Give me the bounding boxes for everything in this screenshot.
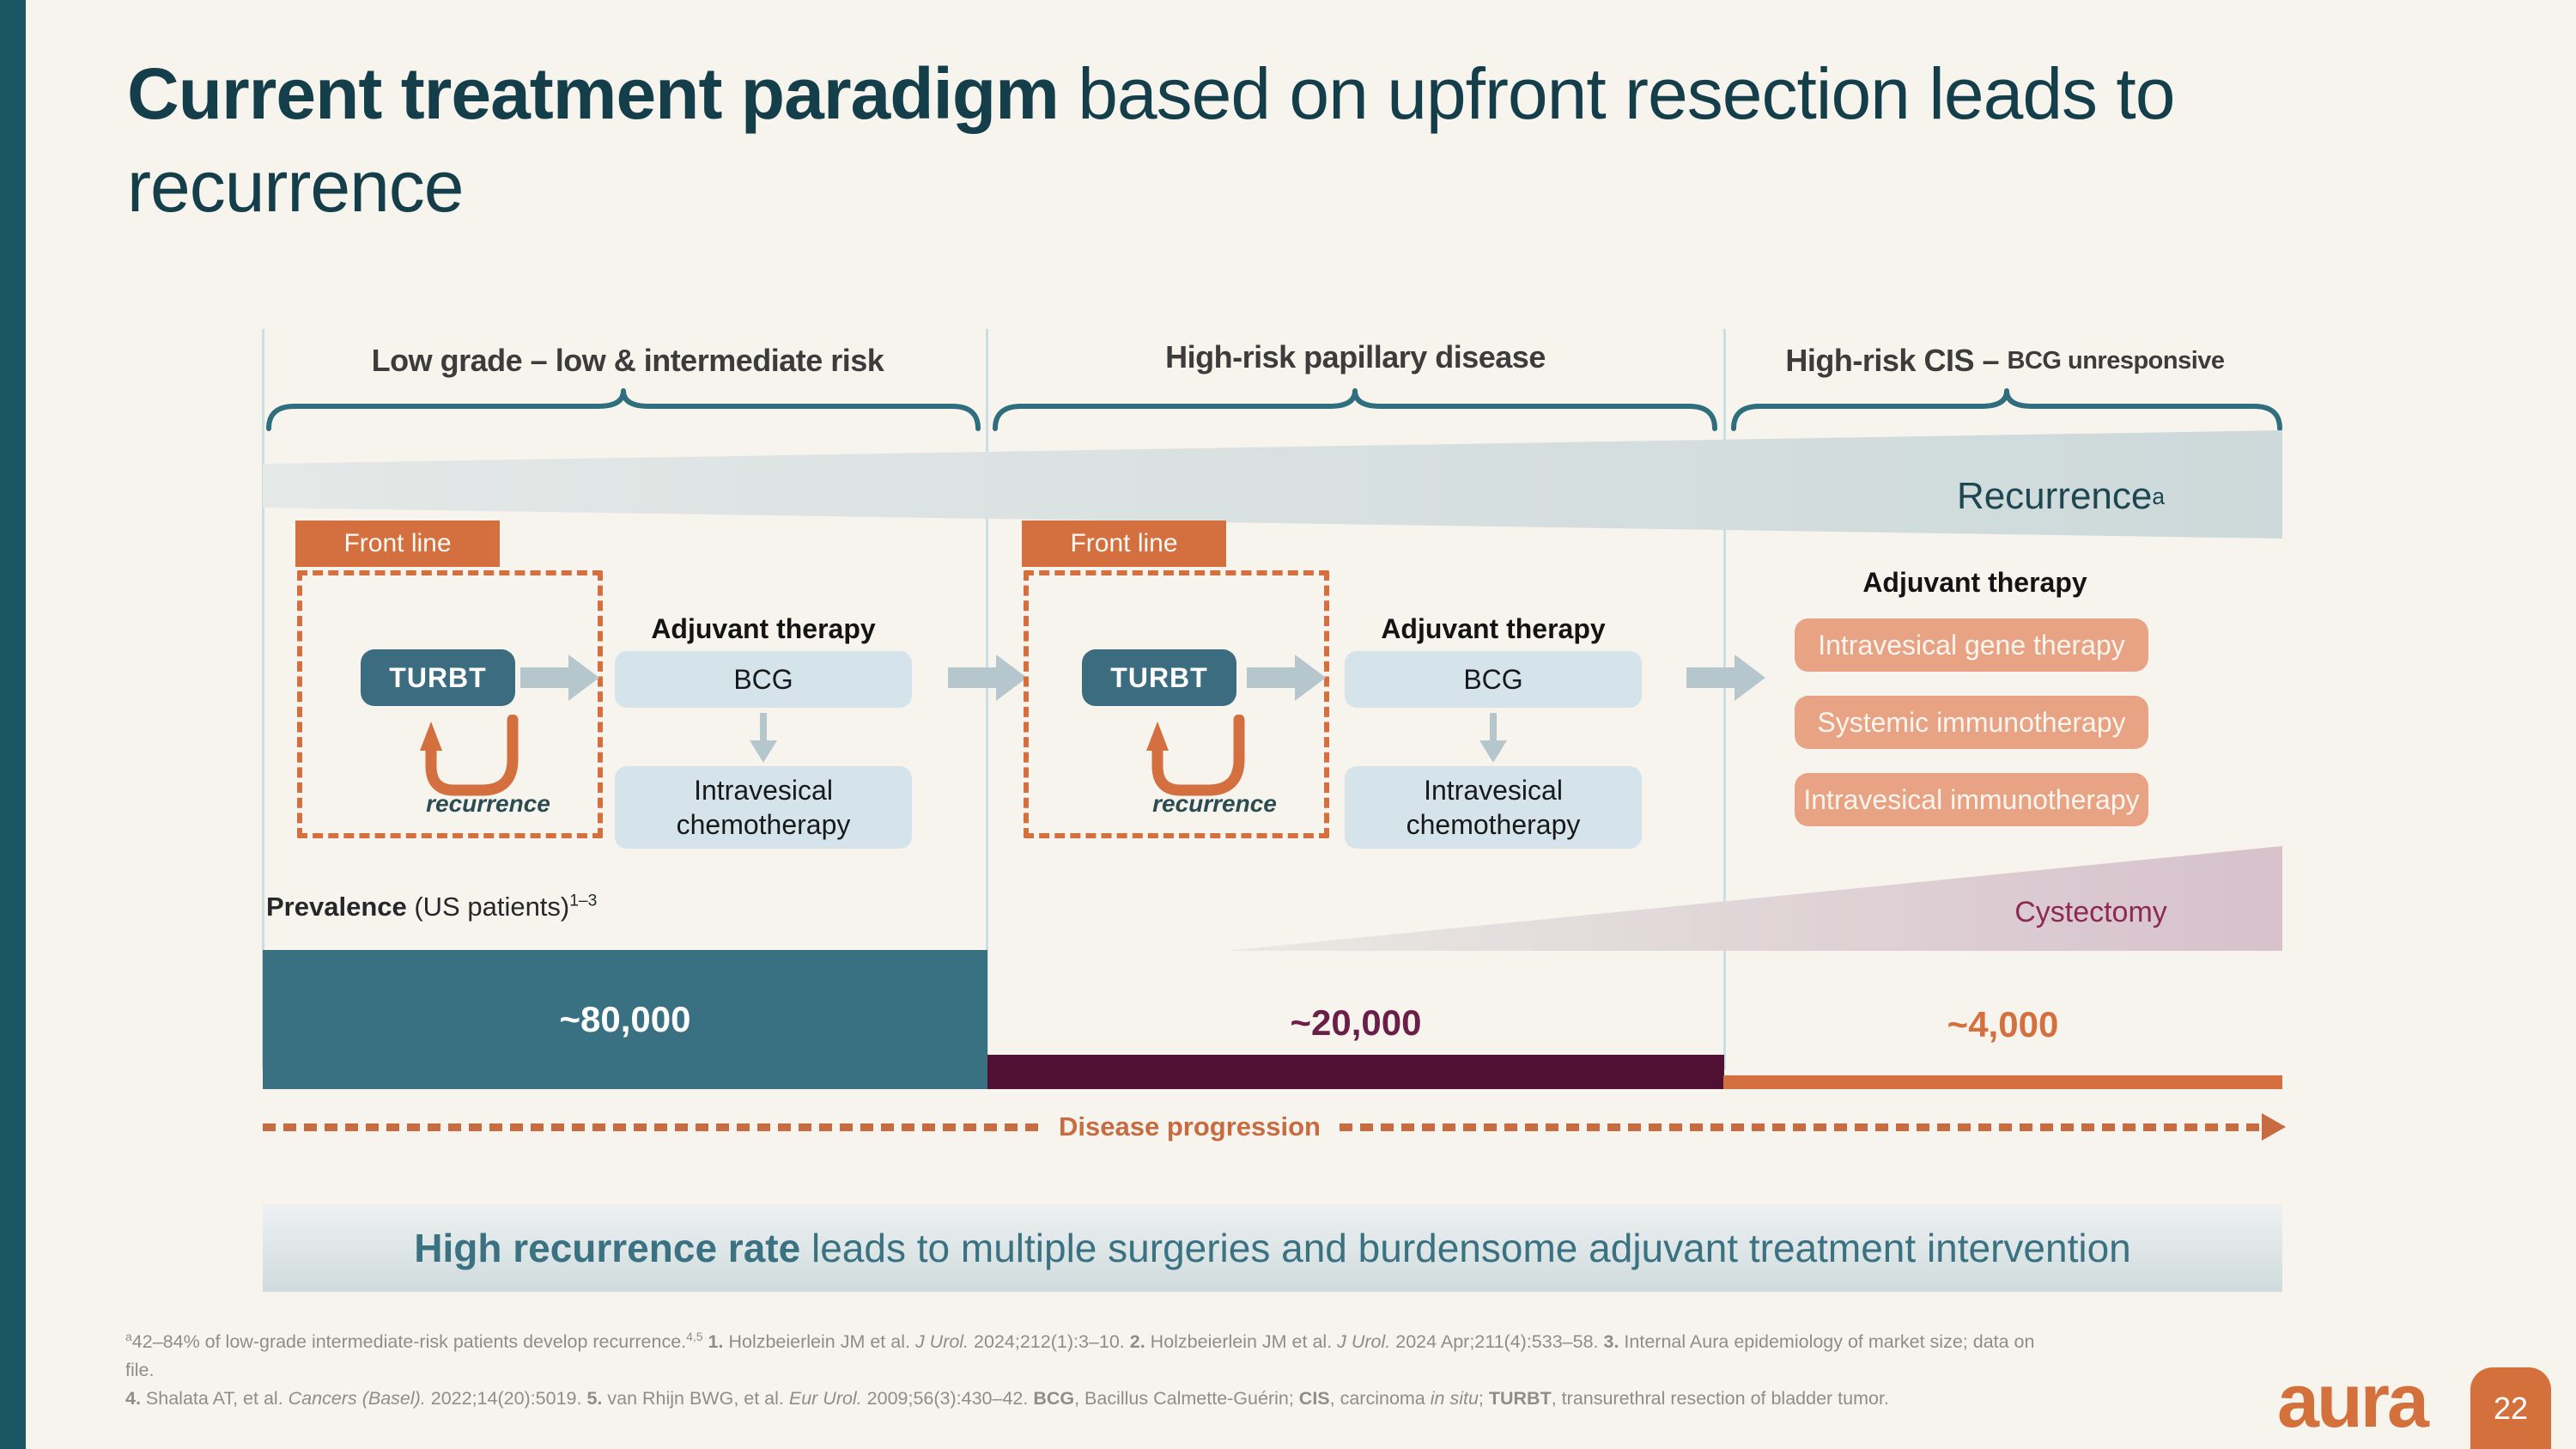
footnotes: a42–84% of low-grade intermediate-risk p… [125,1328,2246,1412]
recurrence-loop-frame-col1 [297,570,603,838]
key-message-banner: High recurrence rate leads to multiple s… [263,1204,2282,1292]
recurrence-band-text: Recurrence [1956,475,2153,517]
intravesical-chemo-box-col2: Intravesical chemotherapy [1345,766,1642,849]
intravesical-gene-therapy-box: Intravesical gene therapy [1795,618,2148,672]
page-number-tab: 22 [2470,1367,2551,1449]
arrow-right-col1-to-col2 [948,654,1027,701]
recurrence-band-wedge [263,430,2282,539]
prevalence-label-rest: (US patients) [406,892,570,922]
column-header-high-risk-papillary: High-risk papillary disease [1165,339,1546,374]
prevalence-label: Prevalence (US patients)1–3 [266,892,597,922]
recurrence-loop-arrow-col1 [420,715,519,796]
prevalence-bar-low-grade: ~80,000 [263,950,987,1089]
banner-regular: leads to multiple surgeries and burdenso… [800,1226,2131,1270]
page-title-regular: based on upfront resection leads to recu… [127,53,2175,227]
intravesical-immunotherapy-box: Intravesical immunotherapy [1795,773,2148,826]
recurrence-loop-frame-col2 [1024,570,1329,838]
recurrence-band-footnote-mark: a [2152,483,2166,509]
front-line-box-col2: Front line [1022,521,1226,567]
column-header-high-risk-cis: High-risk CIS – BCG unresponsive [1726,340,2284,381]
banner-bold: High recurrence rate [414,1226,801,1270]
footnote-line: 4. Shalata AT, et al. Cancers (Basel). 2… [125,1387,1889,1409]
prevalence-label-bold: Prevalence [266,892,407,922]
prevalence-value-papillary: ~20,000 [1290,1002,1422,1043]
page-number: 22 [2493,1390,2529,1426]
arrow-right-turbt-to-bcg-col2 [1247,654,1326,701]
column-header-cis-sub: BCG unresponsive [2007,346,2226,374]
column-divider-2 [1723,329,1726,1069]
bcg-box-col1: BCG [615,651,912,708]
prevalence-footnote-mark: 1–3 [569,892,598,910]
arrow-right-turbt-to-bcg-col1 [520,654,599,701]
bcg-box-col2: BCG [1345,651,1642,708]
disease-progression-label: Disease progression [1059,1111,1321,1142]
prevalence-value-cis: ~4,000 [1947,1004,2059,1044]
disease-progression-dash-right [1339,1123,2262,1131]
prevalence-bar-cis [1723,1075,2282,1089]
arrow-down-bcg-to-chemo-col2 [1479,713,1507,763]
arrow-right-col2-to-col3 [1686,654,1765,701]
column-divider-1 [986,329,988,1069]
footnote-line: a42–84% of low-grade intermediate-risk p… [125,1330,2035,1353]
disease-progression-arrowhead [2262,1113,2286,1141]
prevalence-value-low-grade: ~80,000 [559,999,691,1039]
recurrence-loop-label-col1: recurrence [426,790,550,817]
arrow-down-bcg-to-chemo-col1 [750,713,777,763]
page-title: Current treatment paradigm based on upfr… [127,48,2411,233]
brace-column-2 [993,388,1717,431]
cystectomy-label: Cystectomy [2014,895,2167,928]
column-header-cis-main: High-risk CIS – [1785,343,1999,378]
brace-column-3 [1731,388,2282,431]
turbt-box-col2: TURBT [1082,649,1236,706]
front-line-box-col1: Front line [295,521,500,567]
recurrence-loop-label-col2: recurrence [1152,790,1277,817]
adjuvant-therapy-label-col2: Adjuvant therapy [1381,612,1606,644]
disease-progression-arrow: Disease progression [263,1111,2286,1142]
page-title-bold: Current treatment paradigm [127,53,1060,134]
disease-progression-dash-left [263,1123,1040,1131]
prevalence-bar-papillary [987,1055,1724,1089]
column-header-low-grade: Low grade – low & intermediate risk [371,343,884,378]
systemic-immunotherapy-box: Systemic immunotherapy [1795,696,2148,749]
adjuvant-therapy-label-col3: Adjuvant therapy [1862,566,2087,598]
turbt-box-col1: TURBT [361,649,515,706]
adjuvant-therapy-label-col1: Adjuvant therapy [651,612,876,644]
left-edge-bar [0,0,26,1449]
column-border-left [262,329,264,1069]
aura-logo: aura [2277,1358,2429,1443]
recurrence-loop-arrow-col2 [1146,715,1245,796]
cystectomy-wedge [1225,846,2282,951]
footnote-line: file. [125,1359,155,1380]
brace-column-1 [266,388,981,431]
intravesical-chemo-box-col1: Intravesical chemotherapy [615,766,912,849]
